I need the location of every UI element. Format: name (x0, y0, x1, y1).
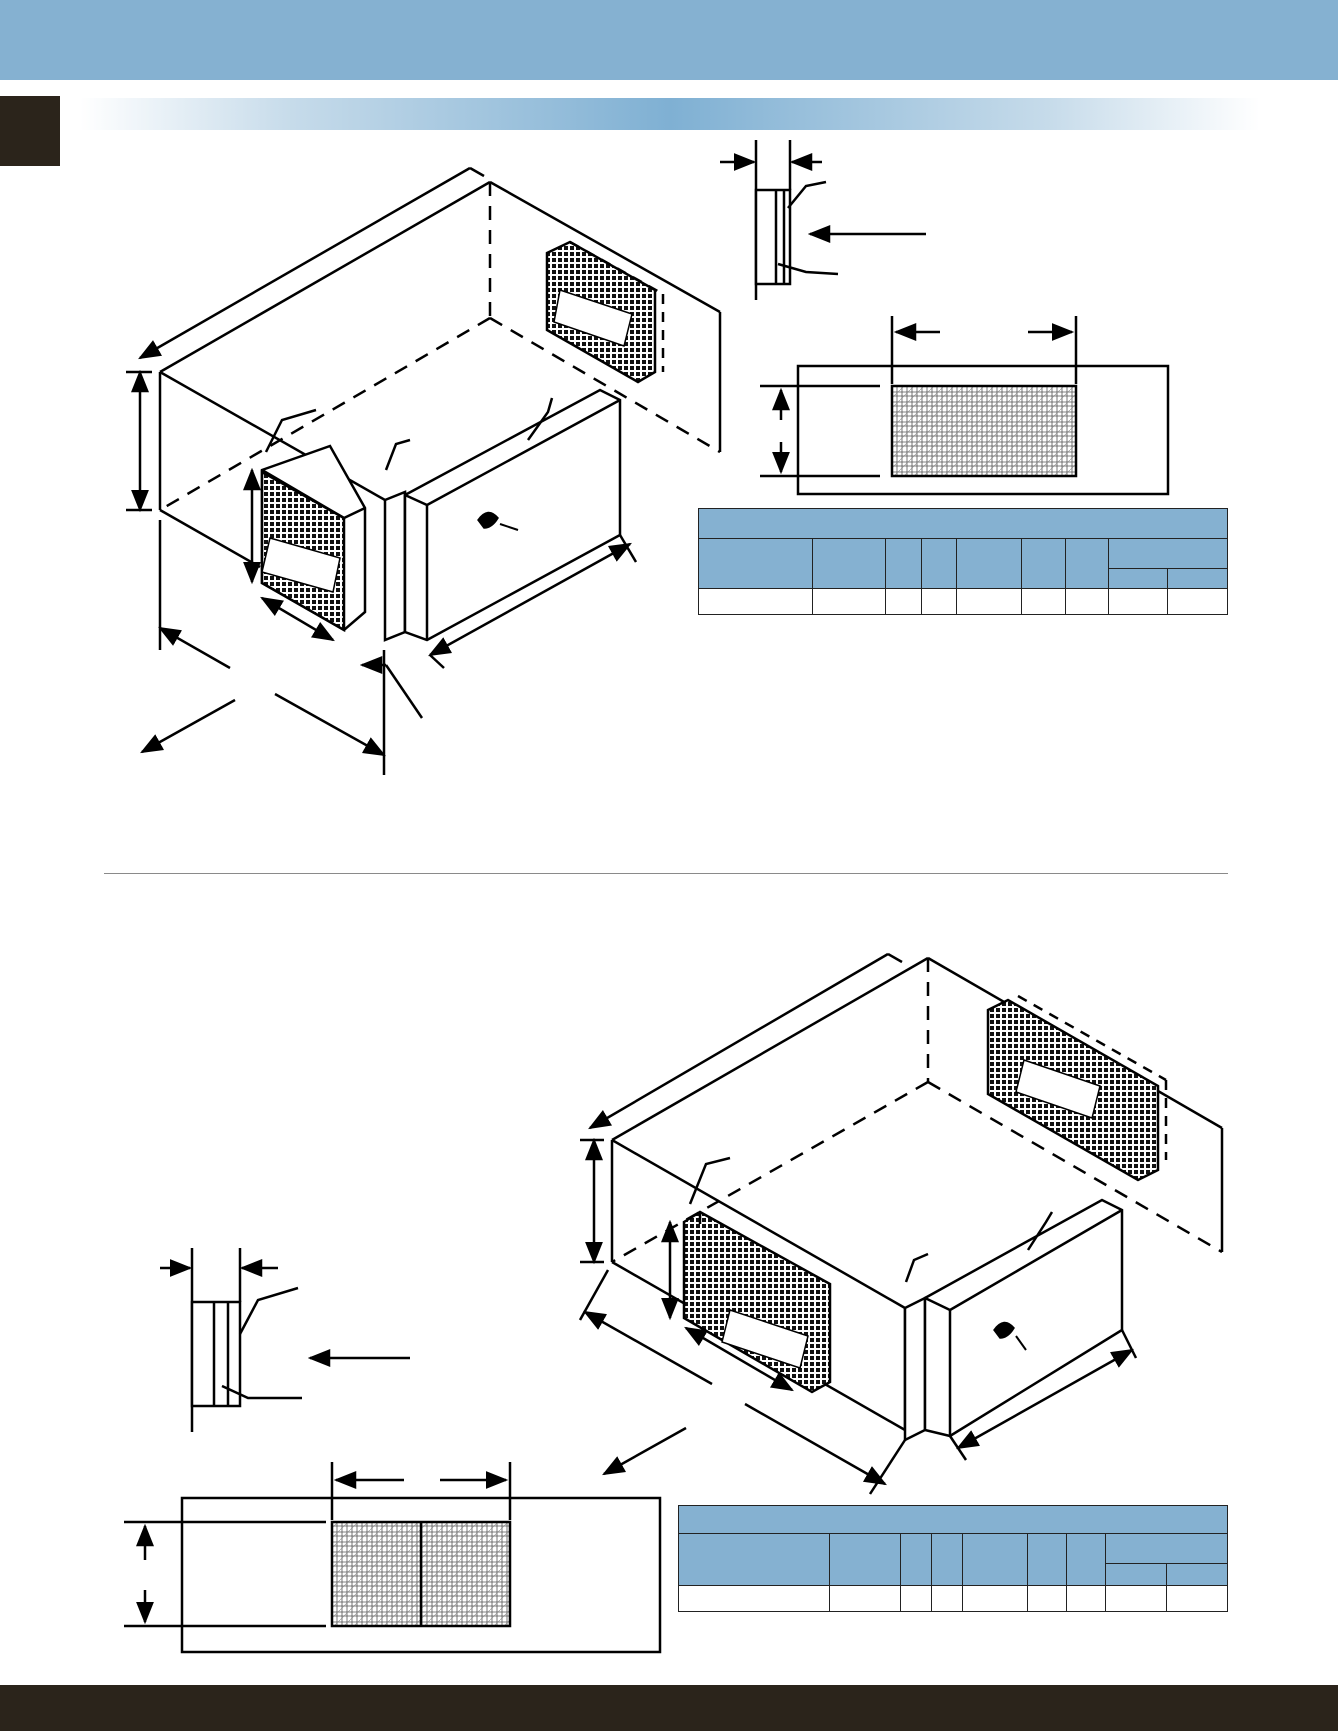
table-header-cell (1021, 538, 1066, 589)
table-header-cell (1027, 1533, 1067, 1586)
table-cell (931, 1585, 963, 1612)
table-cell (811, 588, 887, 615)
section-tab (0, 96, 60, 166)
table-cell (900, 1585, 932, 1612)
table-cell (1066, 1585, 1106, 1612)
table-header-cell (678, 1533, 830, 1586)
unit-2-isometric (578, 952, 1224, 1495)
footer-band (0, 1685, 1338, 1731)
table-cell (1166, 1585, 1228, 1612)
title-gradient-bar (80, 98, 1260, 130)
table-cell (678, 1585, 830, 1612)
table-cell (920, 588, 957, 615)
table-group-header (1108, 538, 1228, 569)
table-cell (955, 588, 1023, 615)
table-cell (829, 1585, 901, 1612)
unit-2-filter-side-detail (160, 1248, 410, 1432)
header-band (0, 0, 1338, 80)
table-cell (885, 588, 922, 615)
table-header-cell (698, 538, 813, 589)
table-header-cell (931, 1533, 963, 1586)
unit-1-spec-table (698, 508, 1228, 615)
table-cell (962, 1585, 1028, 1612)
table-header-cell (1066, 1533, 1106, 1586)
table-cell (1064, 588, 1110, 615)
table-title-row (678, 1505, 1228, 1534)
table-subheader-cell (1108, 568, 1169, 589)
table-cell (1105, 1585, 1167, 1612)
table-cell (698, 588, 813, 615)
section-divider (104, 873, 1228, 874)
table-header-cell (829, 1533, 901, 1586)
table-cell (1021, 588, 1066, 615)
table-header-cell (900, 1533, 932, 1586)
table-subheader-cell (1105, 1563, 1167, 1586)
table-header-cell (811, 538, 887, 589)
table-subheader-cell (1166, 1563, 1228, 1586)
table-header-cell (962, 1533, 1028, 1586)
unit-2-spec-table (678, 1505, 1228, 1612)
table-title-row (698, 508, 1228, 539)
unit-2-filter-face-detail (124, 1462, 662, 1654)
unit-1-filter-side-detail (720, 140, 926, 300)
table-header-cell (955, 538, 1023, 589)
table-header-cell (885, 538, 922, 589)
table-subheader-cell (1167, 568, 1228, 589)
unit-1-isometric (126, 166, 722, 775)
table-cell (1167, 588, 1228, 615)
table-group-header (1105, 1533, 1228, 1564)
table-cell (1108, 588, 1169, 615)
unit-1-filter-face-detail (760, 316, 1170, 496)
table-cell (1027, 1585, 1067, 1612)
table-header-cell (1064, 538, 1110, 589)
table-header-cell (920, 538, 957, 589)
